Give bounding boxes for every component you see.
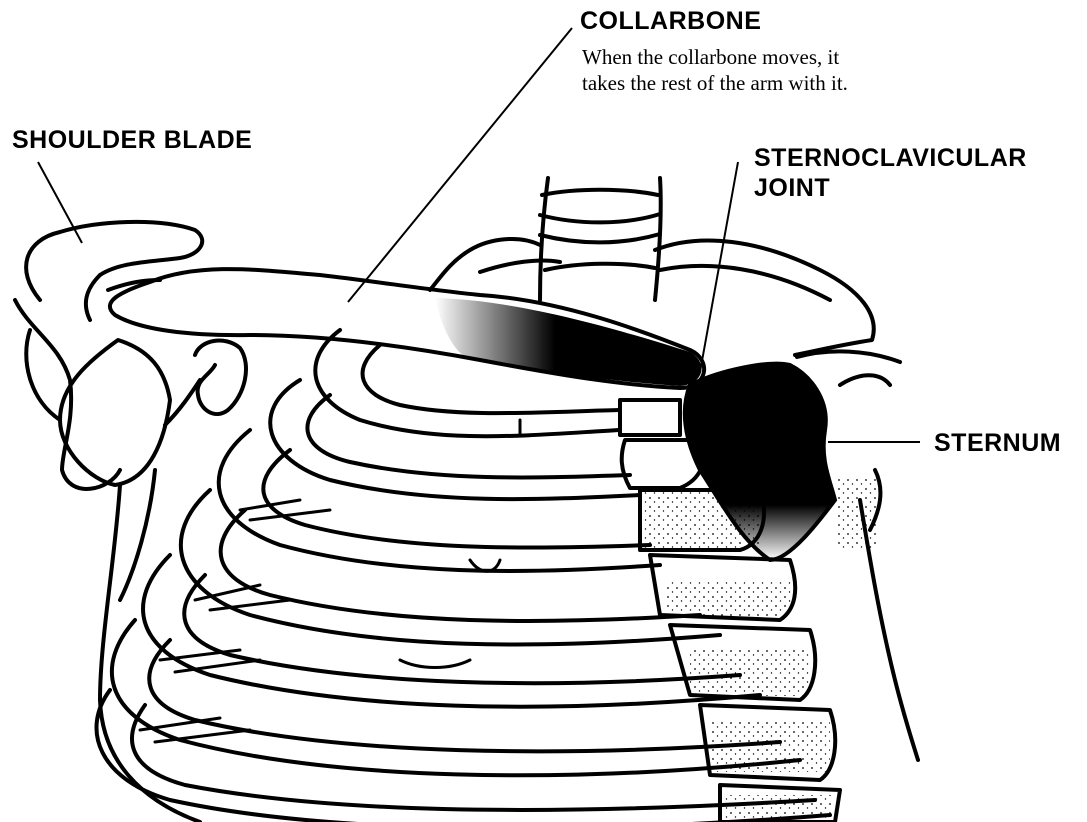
collarbone-label: COLLARBONE xyxy=(580,6,761,36)
collarbone-caption-line2: takes the rest of the arm with it. xyxy=(582,71,848,96)
sternum-label: STERNUM xyxy=(934,428,1061,458)
collarbone-caption-line1: When the collarbone moves, it xyxy=(582,45,839,70)
coracoid-process xyxy=(195,341,246,414)
shoulder-blade-label: SHOULDER BLADE xyxy=(12,125,252,155)
shoulder-blade-outline xyxy=(15,222,202,489)
cervical-spine xyxy=(540,178,661,300)
sternoclavicular-label-line1: STERNOCLAVICULAR xyxy=(754,143,1027,173)
sternoclavicular-label-line2: JOINT xyxy=(754,173,830,203)
